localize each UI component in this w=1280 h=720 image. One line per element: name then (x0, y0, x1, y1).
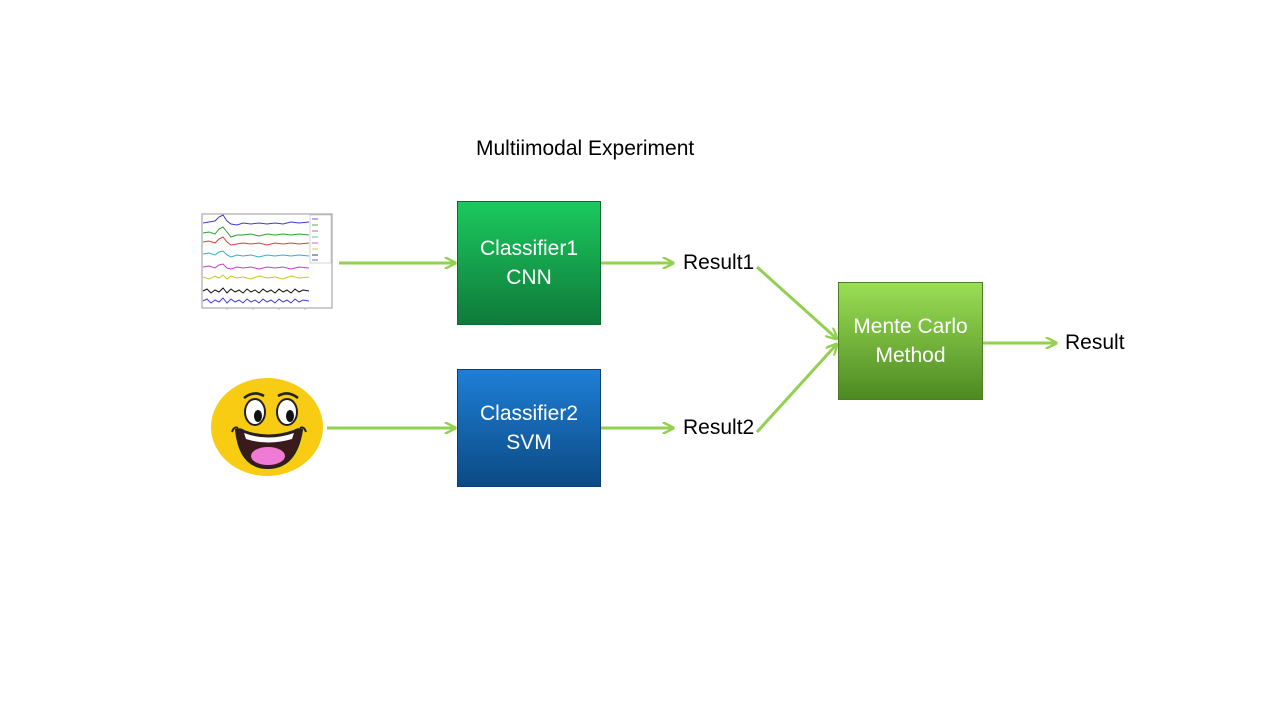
result1-label: Result1 (683, 251, 755, 274)
classifier2-model: SVM (506, 431, 552, 454)
result2-label: Result2 (683, 416, 755, 439)
classifier1-name: Classifier1 (479, 237, 579, 260)
fusion-name-line2: Method (875, 344, 946, 367)
final-result-label: Result (1065, 331, 1125, 354)
fusion-name-line1: Mente Carlo (853, 315, 968, 338)
diagram-title: Multiimodal Experiment (476, 137, 695, 160)
classifier2-svm-box: Classifier2 SVM (457, 369, 601, 487)
eeg-signal-plot-icon (201, 213, 333, 310)
classifier1-cnn-box: Classifier1 CNN (457, 201, 601, 325)
arrow-result2-to-fusion (755, 345, 836, 434)
classifier2-name: Classifier2 (479, 402, 579, 425)
fusion-method-box: Mente Carlo Method (838, 282, 983, 400)
arrow-result1-to-fusion (755, 265, 836, 338)
classifier1-model: CNN (506, 266, 552, 289)
smiley-face-icon (211, 378, 323, 476)
